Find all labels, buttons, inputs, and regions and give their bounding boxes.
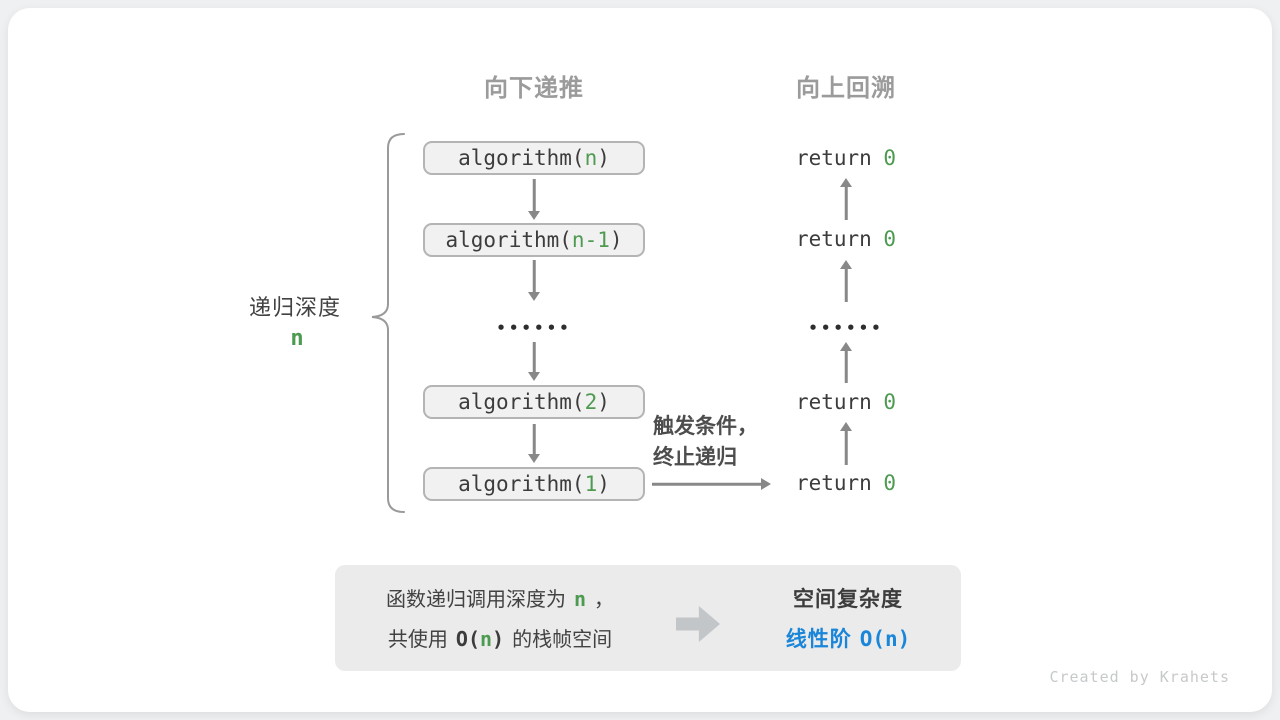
complexity-grade: 线性阶	[785, 627, 852, 651]
base-case-line2: 终止递归	[653, 445, 737, 469]
arrow-up-icon	[839, 260, 853, 302]
arrow-down-icon	[527, 424, 541, 463]
call-frame-1: algorithm(1)	[423, 467, 645, 501]
code-arg: n-1	[571, 228, 610, 252]
return-keyword: return	[795, 471, 872, 495]
arrow-down-icon	[527, 179, 541, 220]
depth-brace-icon	[371, 133, 405, 513]
base-case-line1: 触发条件，	[653, 414, 758, 438]
arrow-up-icon	[839, 178, 853, 220]
code-fn-close: )	[597, 472, 610, 496]
return-value: 0	[883, 390, 897, 414]
heading-descend: 向下递推	[484, 74, 584, 102]
code-fn-close: )	[597, 146, 610, 170]
summary-line1-text: 函数递归调用深度为	[385, 587, 566, 611]
base-case-note: 触发条件， 终止递归	[653, 411, 783, 473]
call-frame-n-1: algorithm(n-1)	[423, 223, 645, 257]
return-statement: return 0	[746, 468, 946, 498]
summary-conclusion: 空间复杂度 线性阶 O(n)	[743, 579, 953, 659]
summary-line1: 函数递归调用深度为 n ，	[345, 579, 655, 619]
depth-variable: n	[290, 326, 304, 351]
figure-card: 向下递推 向上回溯 递归深度 n algorithm(n) algorithm(…	[8, 8, 1272, 712]
return-statement: return 0	[746, 224, 946, 254]
code-fn-name: algorithm(	[458, 146, 585, 170]
arrow-down-icon	[527, 260, 541, 301]
complexity-title: 空间复杂度	[793, 587, 903, 611]
code-fn-close: )	[609, 228, 623, 252]
return-statement: return 0	[746, 387, 946, 417]
summary-big-o-close: )	[492, 627, 505, 651]
summary-line2-pre: 共使用	[387, 627, 448, 651]
code-fn-name: algorithm(	[458, 472, 585, 496]
heading-backtrack: 向上回溯	[796, 74, 896, 102]
return-value: 0	[883, 227, 897, 251]
call-frame-n: algorithm(n)	[423, 141, 645, 175]
code-fn-name: algorithm(	[458, 390, 585, 414]
code-fn-name: algorithm(	[445, 228, 572, 252]
ellipsis-dots: ••••••	[808, 319, 884, 337]
call-frame-2: algorithm(2)	[423, 385, 645, 419]
arrow-up-icon	[839, 422, 853, 465]
code-arg: n	[584, 146, 598, 170]
code-fn-close: )	[597, 390, 610, 414]
return-value: 0	[883, 146, 897, 170]
return-keyword: return	[795, 146, 872, 170]
return-keyword: return	[795, 390, 872, 414]
arrow-down-icon	[527, 342, 541, 381]
summary-big-o-open: O(	[455, 627, 480, 651]
ellipsis-dots: ••••••	[496, 319, 572, 337]
arrow-right-icon	[652, 477, 771, 491]
code-arg: 2	[584, 390, 598, 414]
summary-line2: 共使用 O(n) 的栈帧空间	[345, 619, 655, 659]
depth-label: 递归深度	[248, 296, 341, 321]
summary-line2-post: 的栈帧空间	[512, 627, 613, 651]
watermark-credit: Created by Krahets	[1049, 668, 1230, 686]
arrow-up-icon	[839, 342, 853, 383]
return-statement: return 0	[746, 143, 946, 173]
return-value: 0	[883, 471, 897, 495]
return-keyword: return	[795, 227, 872, 251]
summary-line1-var: n	[573, 587, 587, 611]
summary-line1-punct: ，	[594, 587, 615, 611]
code-arg: 1	[584, 472, 598, 496]
complexity-big-o: O(n)	[859, 627, 911, 651]
implies-arrow-icon	[676, 606, 720, 642]
complexity-value: 线性阶 O(n)	[743, 619, 953, 659]
summary-big-o-var: n	[480, 627, 493, 651]
